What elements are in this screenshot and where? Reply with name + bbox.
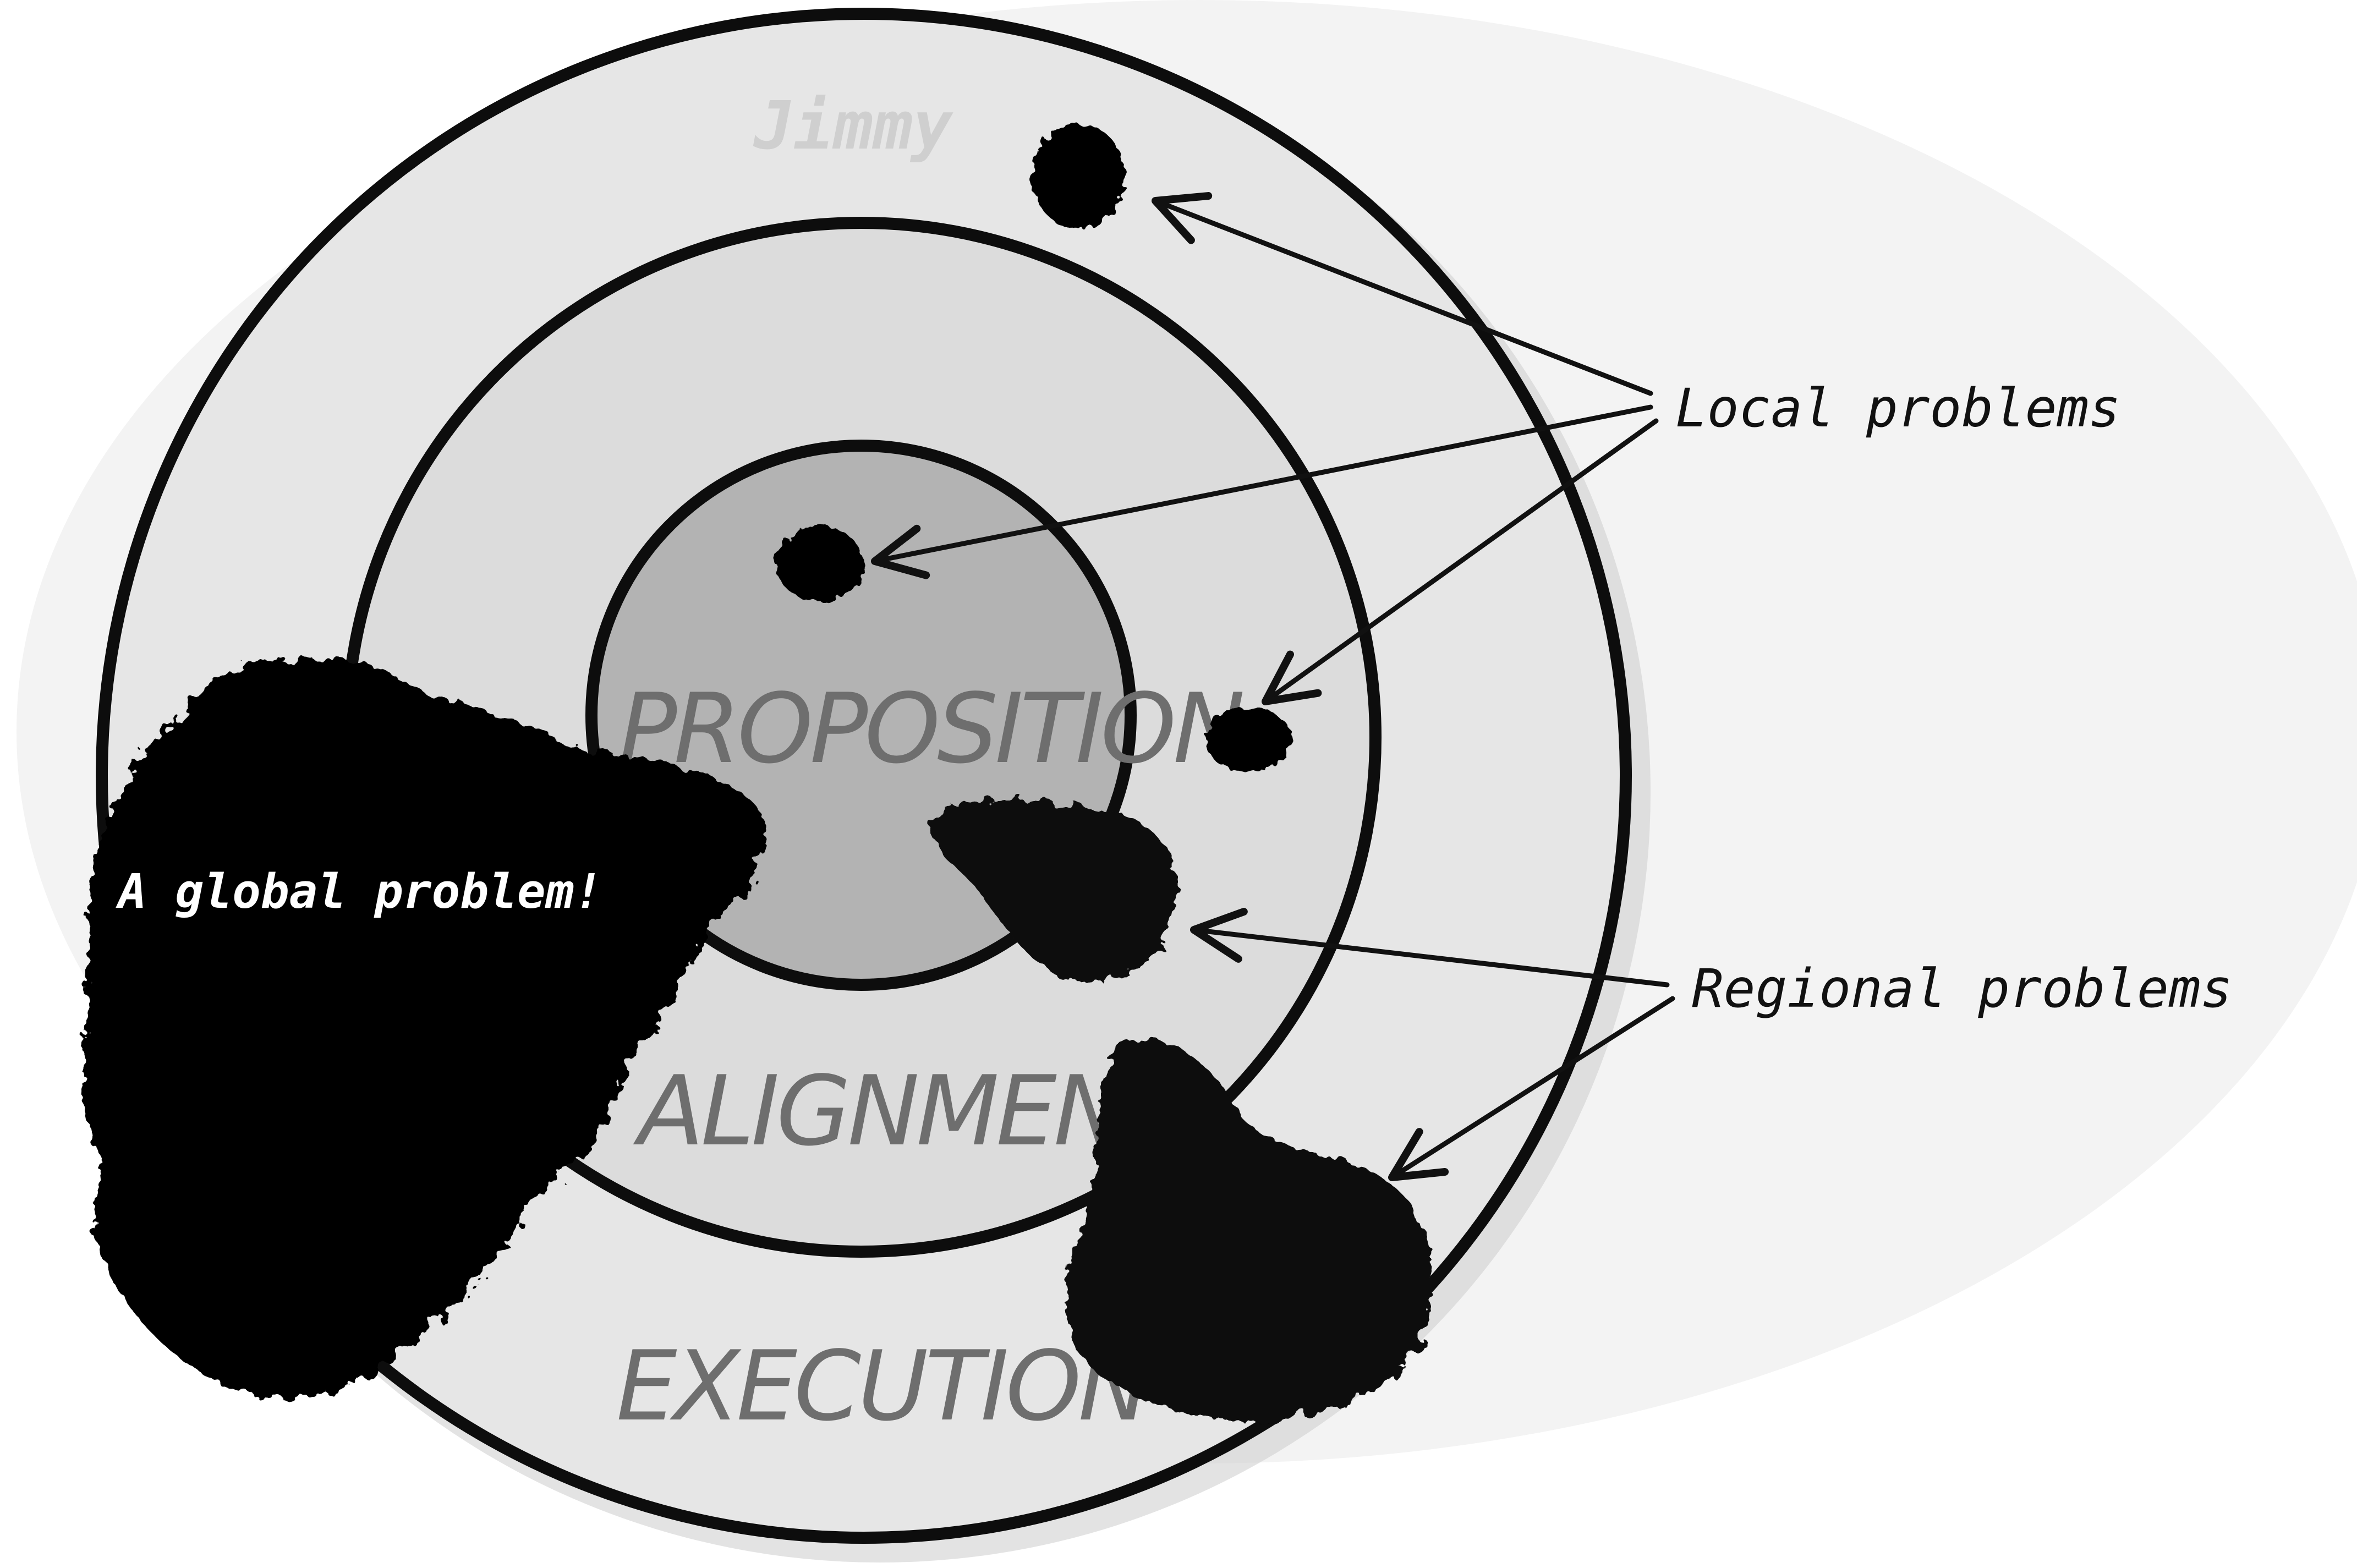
local-problem-arrow — [870, 404, 1653, 579]
regional-problems-label: Regional problems — [1692, 958, 2233, 1019]
global-problem-label: A global problem! — [116, 864, 602, 919]
global-problem-blot — [83, 657, 765, 1399]
ring-label-proposition: PROPOSITION — [619, 673, 1243, 785]
local-problem-blot — [1032, 124, 1125, 228]
regional-problem-arrow — [1190, 908, 1670, 988]
ring-label-execution: EXECUTION — [616, 1331, 1148, 1443]
regional-problem-blot — [933, 799, 1177, 982]
local-problem-blot — [1205, 708, 1293, 772]
local-problem-arrow — [1261, 418, 1659, 706]
regional-problem-arrow — [1388, 996, 1675, 1182]
signature: Jimmy — [753, 88, 953, 165]
local-problem-blot — [776, 527, 864, 601]
local-problems-label: Local problems — [1675, 377, 2120, 439]
regional-problem-blot — [1065, 1040, 1433, 1423]
local-problem-arrow — [1151, 192, 1653, 396]
